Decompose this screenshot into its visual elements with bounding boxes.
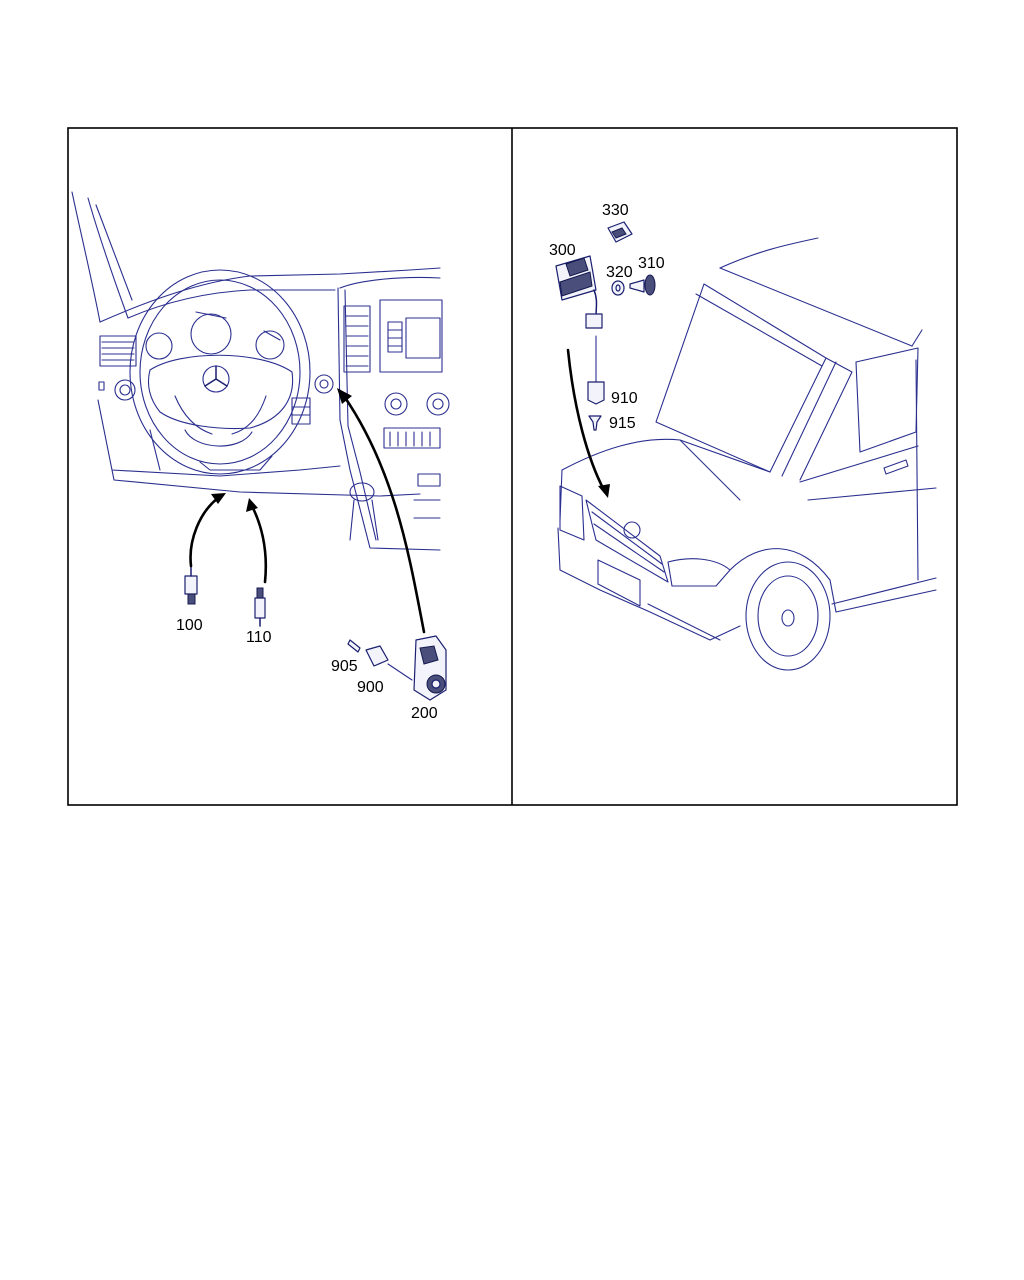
callout-900: 900 <box>357 679 384 696</box>
leader-900 <box>387 663 413 681</box>
van-illustration <box>557 237 937 671</box>
part-310-screw <box>629 274 656 296</box>
callout-labels: 100 110 905 900 200 330 300 320 310 910 … <box>176 202 665 722</box>
callout-200: 200 <box>411 705 438 722</box>
part-200-ignition-lock <box>413 635 447 701</box>
callout-915: 915 <box>609 415 636 432</box>
part-900-cover <box>365 645 389 667</box>
callout-110: 110 <box>246 629 272 646</box>
part-320-washer <box>611 280 625 296</box>
part-330-bracket <box>607 221 633 243</box>
part-915-pin <box>588 415 602 431</box>
callout-905: 905 <box>331 658 358 675</box>
callout-300: 300 <box>549 242 576 259</box>
callout-100: 100 <box>176 617 203 634</box>
dashboard-illustration <box>71 191 450 551</box>
arrows-right <box>566 348 610 498</box>
arrows-left <box>189 388 426 634</box>
part-905-pin <box>347 639 361 653</box>
part-910-connector <box>587 381 605 405</box>
callout-910: 910 <box>611 390 638 407</box>
part-300-control-unit <box>555 255 603 329</box>
callout-310: 310 <box>638 255 665 272</box>
callout-330: 330 <box>602 202 629 219</box>
part-110-switch <box>254 587 266 627</box>
part-100-switch <box>184 565 198 605</box>
callout-320: 320 <box>606 264 633 281</box>
